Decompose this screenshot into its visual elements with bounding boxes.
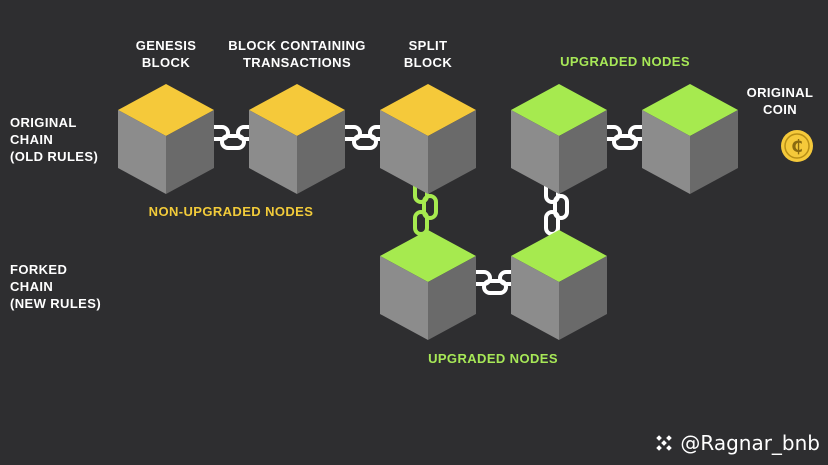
label-upgraded-nodes-bottom: UPGRADED NODES [398, 350, 588, 367]
label-forked-chain-text: FORKED CHAIN (NEW RULES) [10, 262, 102, 311]
label-upgraded-nodes-top: UPGRADED NODES [530, 53, 720, 70]
label-block-containing-transactions-text: BLOCK CONTAINING TRANSACTIONS [228, 38, 366, 70]
watermark: @Ragnar_bnb [652, 431, 820, 455]
label-original-coin: ORIGINAL COIN [740, 84, 820, 118]
coin-symbol: ₵ [791, 137, 803, 157]
label-upgraded-nodes-top-text: UPGRADED NODES [560, 54, 690, 69]
forked-block-cube-2 [511, 230, 607, 340]
split-block-cube [380, 84, 476, 194]
label-non-upgraded-nodes: NON-UPGRADED NODES [118, 203, 344, 220]
binance-logo-icon [656, 435, 673, 451]
upgraded-block-cube-2 [642, 84, 738, 194]
watermark-handle: @Ragnar_bnb [680, 431, 820, 455]
label-upgraded-nodes-bottom-text: UPGRADED NODES [428, 351, 558, 366]
forked-block-cube-1 [380, 230, 476, 340]
label-genesis-block: GENESIS BLOCK [120, 37, 212, 71]
label-original-chain-text: ORIGINAL CHAIN (OLD RULES) [10, 115, 99, 164]
label-split-block: SPLIT BLOCK [388, 37, 468, 71]
coin-icon: ₵ [781, 130, 813, 162]
transactions-block-cube [249, 84, 345, 194]
label-forked-chain: FORKED CHAIN (NEW RULES) [10, 261, 120, 312]
label-split-block-text: SPLIT BLOCK [403, 38, 453, 70]
label-non-upgraded-nodes-text: NON-UPGRADED NODES [148, 204, 314, 219]
label-original-coin-text: ORIGINAL COIN [746, 85, 814, 117]
upgraded-block-cube-1 [511, 84, 607, 194]
label-block-containing-transactions: BLOCK CONTAINING TRANSACTIONS [214, 37, 380, 71]
label-original-chain: ORIGINAL CHAIN (OLD RULES) [10, 114, 110, 165]
label-genesis-block-text: GENESIS BLOCK [135, 38, 197, 70]
genesis-block-cube [118, 84, 214, 194]
